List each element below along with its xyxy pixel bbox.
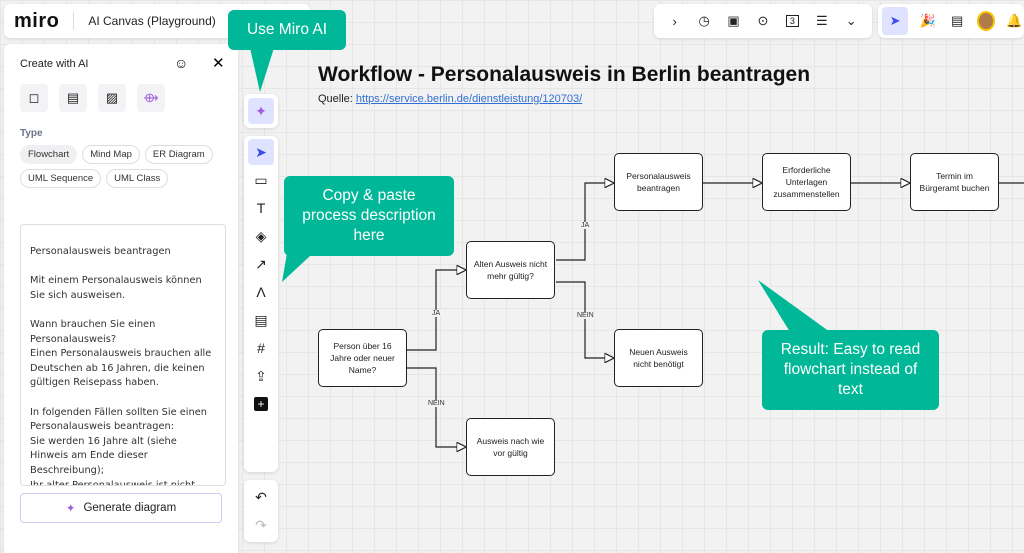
redo-icon[interactable]: ↷ (255, 516, 267, 533)
node-start[interactable]: Person über 16 Jahre oder neuer Name? (318, 329, 407, 387)
callout-tail (250, 48, 274, 92)
type-chips: Flowchart Mind Map ER Diagram UML Sequen… (20, 145, 220, 188)
format-options: ◻ ▤ ▨ ⟴ (20, 84, 165, 112)
divider (73, 12, 75, 30)
top-toolbar: › ◷ ▣ ⊙ 3 ☰ ⌄ (654, 4, 872, 38)
node-termin[interactable]: Termin im Bürgeramt buchen (910, 153, 999, 211)
close-icon[interactable]: ✕ (212, 55, 225, 72)
panel-title: Create with AI (20, 58, 89, 70)
source-line: Quelle: https://service.berlin.de/dienst… (318, 93, 582, 105)
callout-use-miro-ai: Use Miro AI (228, 10, 346, 50)
chip-uml-sequence[interactable]: UML Sequence (20, 169, 102, 188)
chip-flowchart[interactable]: Flowchart (20, 145, 78, 164)
undo-icon[interactable]: ↶ (255, 488, 267, 505)
node-unterlagen[interactable]: Erforderliche Unterlagen zusammenstellen (762, 153, 851, 211)
counter-icon[interactable]: 3 (781, 10, 803, 32)
tool-toolbar: ➤ ▭ T ◈ ↗ Λ ▤ # ⇪ + (244, 136, 278, 472)
board-name[interactable]: AI Canvas (Playground) (88, 14, 216, 28)
edge-label-nein: NEIN (576, 312, 595, 319)
node-neu[interactable]: Neuen Ausweis nicht benötigt (614, 329, 703, 387)
focus-icon[interactable]: ⊙ (757, 13, 769, 28)
avatar[interactable] (976, 11, 995, 31)
image-icon[interactable]: ▨ (98, 84, 126, 112)
notes-icon[interactable]: ☰ (815, 13, 828, 28)
upload-icon[interactable]: ⇪ (255, 367, 267, 384)
miro-ai-sparkle-icon[interactable]: ✦ (248, 98, 274, 124)
edge-label-ja: JA (580, 222, 591, 229)
connector (556, 183, 613, 261)
celebrate-icon[interactable]: 🎉 (919, 13, 936, 28)
frame-icon[interactable]: # (257, 340, 265, 356)
edge-label-ja: JA (431, 310, 442, 317)
diagram-icon[interactable]: ⟴ (137, 84, 165, 112)
node-alt-ausweis[interactable]: Alten Ausweis nicht mehr gültig? (466, 241, 555, 299)
generate-label: Generate diagram (83, 502, 177, 514)
template-icon[interactable]: ▭ (254, 171, 268, 188)
prompt-textarea[interactable]: Personalausweis beantragen Mit einem Per… (20, 224, 226, 486)
cursor-select-icon[interactable]: ➤ (882, 7, 909, 35)
chip-er-diagram[interactable]: ER Diagram (144, 145, 213, 164)
pen-icon[interactable]: Λ (256, 284, 266, 300)
card-icon[interactable]: ▣ (727, 13, 740, 28)
document-icon[interactable]: ▤ (59, 84, 87, 112)
select-cursor-icon[interactable]: ➤ (248, 139, 274, 165)
generate-diagram-button[interactable]: ✦ Generate diagram (20, 493, 222, 523)
chip-uml-class[interactable]: UML Class (106, 169, 169, 188)
chip-mind-map[interactable]: Mind Map (82, 145, 140, 164)
text-icon[interactable]: T (256, 200, 266, 216)
node-gueltig[interactable]: Ausweis nach wie vor gültig (466, 418, 555, 476)
bell-icon[interactable]: 🔔 (1006, 13, 1023, 28)
feedback-icon[interactable]: ☺ (174, 55, 189, 71)
source-link[interactable]: https://service.berlin.de/dienstleistung… (355, 93, 583, 105)
connector-arrow-icon[interactable]: ↗ (255, 255, 267, 272)
collab-toolbar: ➤ 🎉 ▤ 🔔 (878, 4, 1024, 38)
node-beantragen[interactable]: Personalausweis beantragen (614, 153, 703, 211)
more-icon[interactable]: ⌄ (845, 13, 857, 28)
connector (407, 367, 465, 447)
sticky-note-icon[interactable]: ◻ (20, 84, 48, 112)
timer-icon[interactable]: ◷ (698, 13, 710, 28)
callout-copy-paste: Copy & paste process description here (284, 176, 454, 256)
counter-label: 3 (785, 15, 799, 27)
comment-icon[interactable]: ▤ (254, 311, 268, 328)
canvas-title: Workflow - Personalausweis in Berlin bea… (318, 63, 811, 86)
callout-result: Result: Easy to read flowchart instead o… (762, 330, 939, 410)
connector (556, 281, 613, 358)
history-toolbar: ↶ ↷ (244, 480, 278, 542)
source-label: Quelle: (318, 93, 353, 105)
add-more-icon[interactable]: + (248, 391, 274, 417)
create-with-ai-panel: Create with AI ☺ ✕ ◻ ▤ ▨ ⟴ Type Flowchar… (4, 44, 238, 553)
callout-tail (758, 280, 830, 332)
expand-icon[interactable]: › (672, 13, 677, 29)
edge-label-nein: NEIN (427, 400, 446, 407)
shapes-icon[interactable]: ◈ (255, 227, 267, 244)
sparkle-icon: ✦ (65, 503, 76, 515)
miro-logo[interactable]: miro (14, 9, 60, 32)
ai-toolbar: ✦ (244, 94, 278, 128)
comment-icon[interactable]: ▤ (950, 13, 964, 28)
type-label: Type (20, 128, 43, 139)
